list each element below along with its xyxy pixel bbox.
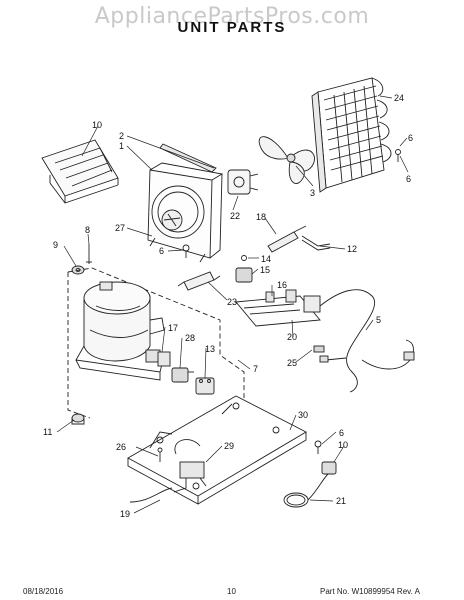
page-title: UNIT PARTS <box>177 19 287 36</box>
pin <box>157 447 163 462</box>
valve-assembly <box>173 439 207 493</box>
callout-28: 28 <box>185 333 195 343</box>
callout-27: 27 <box>115 223 125 233</box>
wire-harness <box>319 289 415 393</box>
callout-26: 26 <box>116 442 126 452</box>
screw-icon <box>182 244 190 258</box>
condenser <box>311 77 392 193</box>
footer-part-number: Part No. W10899954 Rev. A <box>320 587 420 596</box>
callout-21: 21 <box>336 496 346 506</box>
callout-14: 14 <box>261 254 271 264</box>
sensor <box>321 461 337 475</box>
callout-23: 23 <box>227 297 237 307</box>
gasket-strip <box>159 143 217 173</box>
callout-7: 7 <box>253 364 258 374</box>
callout-6-top: 6 <box>408 133 413 143</box>
pin <box>86 244 92 264</box>
control-bracket <box>235 289 321 327</box>
callout-17: 17 <box>168 323 178 333</box>
leader-lines <box>56 95 409 514</box>
callout-15: 15 <box>260 265 270 275</box>
connector <box>313 345 325 353</box>
callout-8: 8 <box>85 225 90 235</box>
callout-6-base: 6 <box>339 428 344 438</box>
screw-icon <box>314 440 322 454</box>
base-plate <box>127 395 307 505</box>
compressor <box>75 281 165 381</box>
callout-20: 20 <box>287 332 297 342</box>
screw-icon <box>395 149 401 162</box>
allen-wrench <box>301 235 331 251</box>
callout-4: 10 <box>92 120 102 130</box>
callout-13: 13 <box>205 344 215 354</box>
callout-11: 11 <box>43 427 52 437</box>
callout-2: 2 <box>119 131 124 141</box>
callout-3: 3 <box>310 188 315 198</box>
callout-5: 5 <box>376 315 381 325</box>
callout-29: 29 <box>224 441 234 451</box>
callout-9: 9 <box>53 240 58 250</box>
callout-18: 19 <box>120 509 130 519</box>
callout-24: 24 <box>394 93 404 103</box>
callout-6-shroud: 6 <box>159 246 164 256</box>
callout-25: 25 <box>287 358 297 368</box>
capacitor <box>195 377 215 395</box>
drain-line <box>129 487 173 503</box>
callouts: 10 2 1 3 24 6 6 22 18 12 27 6 8 9 14 15 … <box>43 93 413 519</box>
callout-10: 10 <box>338 440 348 450</box>
motor-bracket <box>227 169 259 195</box>
callout-16: 16 <box>277 280 287 290</box>
coiled-tube <box>283 473 329 508</box>
callout-19: 18 <box>256 212 266 222</box>
callout-6-condenser: 6 <box>406 174 411 184</box>
overload <box>171 367 194 383</box>
callout-1: 1 <box>119 141 124 151</box>
callout-22: 22 <box>230 211 240 221</box>
filter-drier <box>177 271 221 291</box>
fan-shroud <box>147 162 224 263</box>
footer-page-number: 10 <box>227 587 236 596</box>
callout-30: 30 <box>298 410 308 420</box>
fan-blade <box>258 136 315 184</box>
watermark: AppliancePartsPros.com <box>94 4 370 29</box>
callout-12: 12 <box>347 244 357 254</box>
switch <box>235 255 253 283</box>
drain-tray <box>41 139 119 204</box>
relay <box>157 351 171 367</box>
footer-date: 08/18/2016 <box>23 587 64 596</box>
foot <box>71 413 85 425</box>
tube <box>267 225 307 253</box>
